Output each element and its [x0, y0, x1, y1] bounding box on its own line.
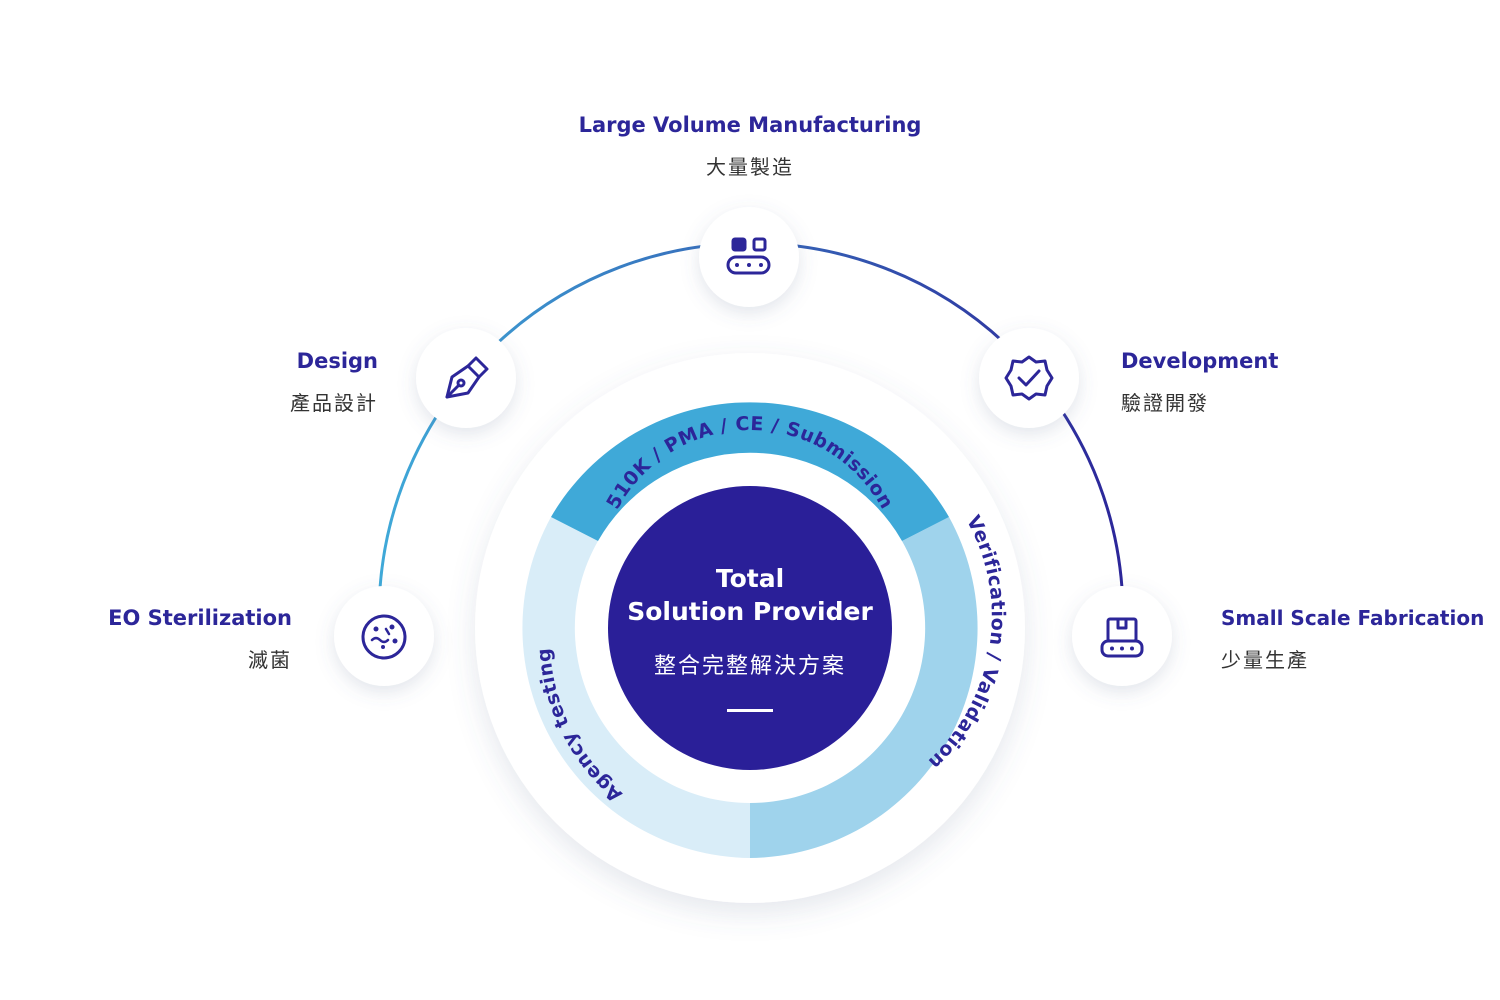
- node-sterilization[interactable]: [334, 586, 434, 686]
- ring-segment-left: [522, 517, 750, 858]
- pen-nib-icon: [445, 356, 489, 399]
- center-circle: [608, 486, 892, 770]
- node-fabrication[interactable]: [1072, 586, 1172, 686]
- node-design[interactable]: [416, 328, 516, 428]
- label-fabrication-zh: 少量生產: [1221, 648, 1309, 672]
- label-design-zh: 產品設計: [290, 391, 378, 415]
- label-sterilization-zh: 滅菌: [248, 648, 292, 672]
- center-divider: [727, 709, 773, 712]
- label-development-zh: 驗證開發: [1121, 391, 1209, 415]
- ring-segment-top: [551, 402, 949, 541]
- verified-badge-icon: [1004, 355, 1054, 401]
- label-manufacturing-zh: 大量製造: [706, 155, 794, 179]
- center-title-line1: Total: [716, 564, 784, 593]
- label-design-en: Design: [296, 349, 378, 373]
- label-sterilization-en: EO Sterilization: [108, 606, 292, 630]
- label-manufacturing: Large Volume Manufacturing 大量製造: [450, 112, 1050, 180]
- center-subtitle: 整合完整解決方案: [654, 654, 846, 679]
- box-conveyor-icon: [1100, 617, 1144, 658]
- node-manufacturing[interactable]: [699, 207, 799, 307]
- label-manufacturing-en: Large Volume Manufacturing: [578, 113, 922, 137]
- label-fabrication: Small Scale Fabrication 少量生產: [1221, 605, 1496, 673]
- node-development[interactable]: [979, 328, 1079, 428]
- center-title-line2: Solution Provider: [627, 597, 873, 626]
- conveyor-icon: [726, 237, 771, 275]
- label-development: Development 驗證開發: [1121, 348, 1421, 416]
- bacteria-icon: [361, 614, 407, 660]
- ring-segment-right: [750, 517, 978, 858]
- label-design: Design 產品設計: [178, 348, 378, 416]
- label-development-en: Development: [1121, 349, 1279, 373]
- label-sterilization: EO Sterilization 滅菌: [30, 605, 292, 673]
- label-fabrication-en: Small Scale Fabrication: [1221, 606, 1485, 630]
